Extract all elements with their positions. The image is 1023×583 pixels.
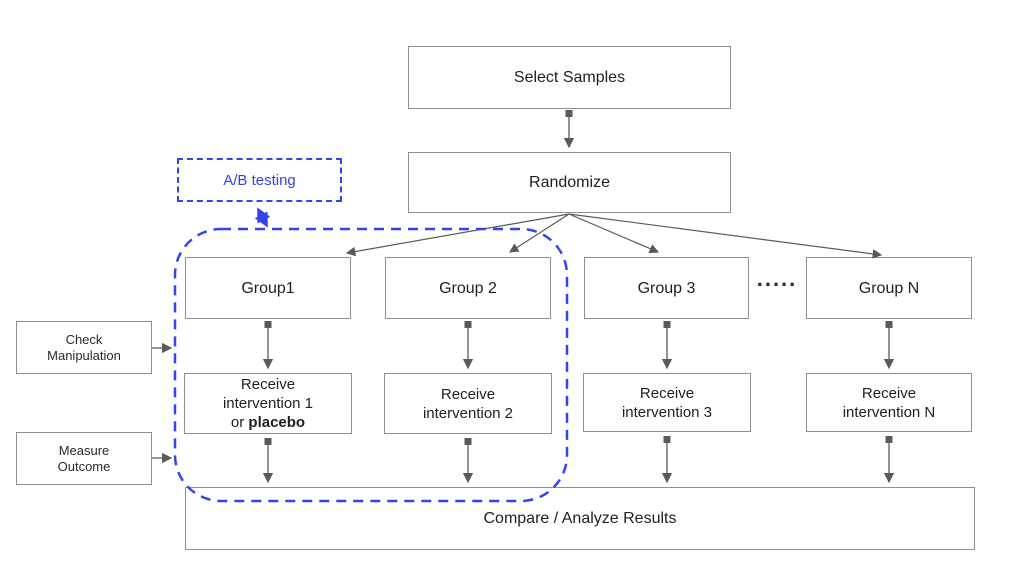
intervention-n-line1: Receive bbox=[861, 384, 917, 402]
arrow-select-to-randomize bbox=[563, 110, 575, 149]
node-compare-analyze-label: Compare / Analyze Results bbox=[483, 510, 677, 527]
node-intervention-n: Receive intervention N bbox=[806, 373, 972, 432]
measure-outcome-line1: Measure bbox=[58, 442, 110, 458]
arrows-intervention-to-compare bbox=[262, 436, 895, 484]
node-intervention-3: Receive intervention 3 bbox=[583, 373, 751, 432]
check-manipulation-line2: Manipulation bbox=[47, 347, 121, 363]
intervention-2-line2: intervention 2 bbox=[422, 404, 514, 422]
node-group-1-label: Group1 bbox=[241, 279, 295, 297]
intervention-1-line3: or placebo bbox=[231, 413, 305, 432]
ab-testing-label: A/B testing bbox=[177, 158, 342, 202]
check-manipulation-line1: Check bbox=[65, 331, 103, 347]
ab-label-pointer-arrow bbox=[254, 207, 271, 228]
intervention-1-line2: intervention 1 bbox=[222, 395, 314, 412]
node-intervention-2: Receive intervention 2 bbox=[384, 373, 552, 434]
arrows-randomize-fanout bbox=[345, 213, 883, 259]
intervention-3-line1: Receive bbox=[639, 384, 695, 402]
node-group-2: Group 2 bbox=[385, 257, 551, 319]
node-randomize: Randomize bbox=[408, 152, 731, 213]
node-group-2-label: Group 2 bbox=[439, 279, 497, 297]
measure-outcome-line2: Outcome bbox=[57, 458, 111, 474]
node-select-samples-label: Select Samples bbox=[513, 69, 626, 86]
node-group-3-label: Group 3 bbox=[637, 279, 696, 297]
node-select-samples: Select Samples bbox=[408, 46, 731, 109]
intervention-3-line2: intervention 3 bbox=[621, 403, 713, 421]
ellipsis-dots: ..... bbox=[756, 266, 798, 291]
node-group-n-label: Group N bbox=[858, 279, 920, 297]
node-group-1: Group1 bbox=[185, 257, 351, 319]
intervention-n-line2: intervention N bbox=[842, 403, 936, 421]
node-check-manipulation: Check Manipulation bbox=[16, 321, 152, 374]
node-compare-analyze: Compare / Analyze Results bbox=[185, 487, 975, 550]
intervention-1-line3-bold: placebo bbox=[248, 414, 306, 431]
node-randomize-label: Randomize bbox=[529, 174, 610, 191]
node-group-3: Group 3 bbox=[584, 257, 749, 319]
intervention-2-line1: Receive bbox=[440, 385, 496, 403]
intervention-1-line1: Receive bbox=[240, 376, 296, 393]
node-measure-outcome: Measure Outcome bbox=[16, 432, 152, 485]
arrows-group-to-intervention bbox=[262, 321, 895, 370]
ab-testing-label-text: A/B testing bbox=[223, 171, 296, 189]
intervention-1-line3-prefix: or bbox=[230, 414, 249, 431]
node-intervention-1: Receive intervention 1 or placebo bbox=[184, 373, 352, 434]
node-group-n: Group N bbox=[806, 257, 972, 319]
